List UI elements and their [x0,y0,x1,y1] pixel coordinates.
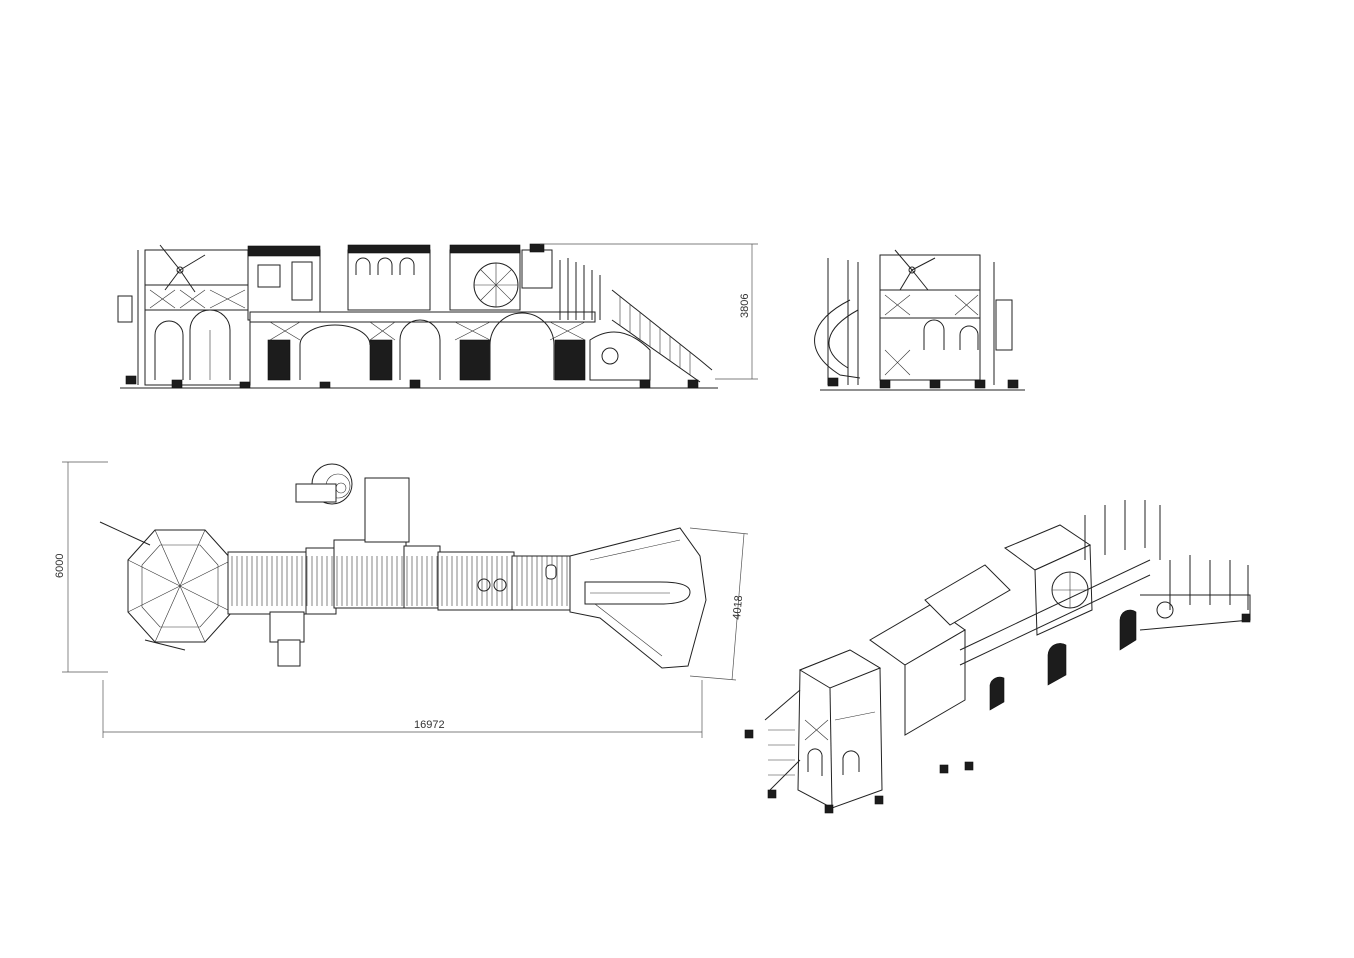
front-height-dimension: 3806 [739,294,751,318]
plan-depth-dimension: 6000 [54,554,66,578]
isometric-view [744,500,1251,814]
plan-length-dimension: 16972 [414,719,445,731]
plan-slide-width-dimension: 4018 [731,595,745,620]
front-elevation-view: 3806 [117,243,758,389]
side-elevation-view [814,249,1025,391]
plan-view: 6000 16972 4018 [54,461,749,738]
